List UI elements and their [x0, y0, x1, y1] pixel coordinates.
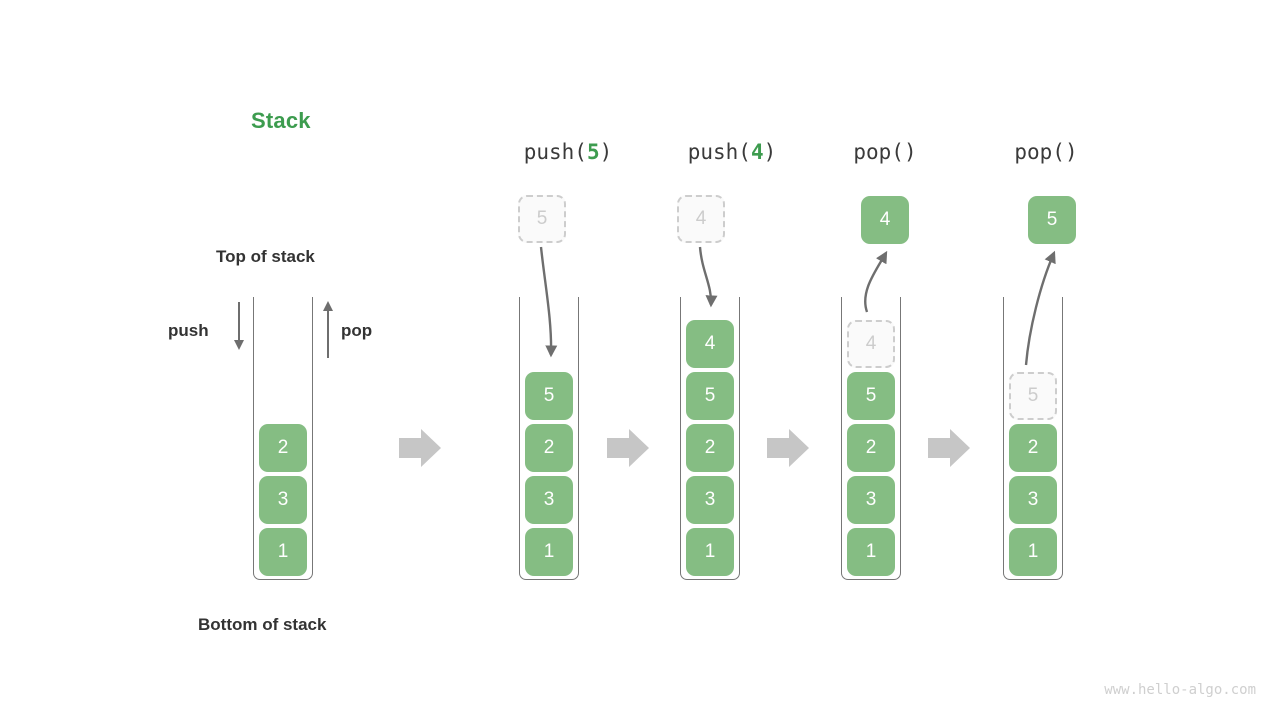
step-arrow-icon-1 — [399, 429, 441, 467]
incoming-ghost-cell: 4 — [677, 195, 725, 243]
stack-cell: 2 — [686, 424, 734, 472]
op-header-push-5: push(5) — [524, 140, 613, 164]
stack-cell: 5 — [525, 372, 573, 420]
stack-cell: 2 — [847, 424, 895, 472]
op-header-push-4: push(4) — [688, 140, 777, 164]
stack-container — [841, 297, 901, 580]
label-pop: pop — [341, 321, 373, 340]
op-header-prefix: pop( — [1014, 140, 1065, 164]
page-title: Stack — [251, 108, 311, 133]
stack-cell: 3 — [686, 476, 734, 524]
stack-cell: 3 — [847, 476, 895, 524]
step-arrow-icon-4 — [928, 429, 970, 467]
ghost-cell-in-stack: 4 — [847, 320, 895, 368]
label-bottom-of-stack: Bottom of stack — [198, 615, 327, 634]
stack-cell: 3 — [259, 476, 307, 524]
stack-cell: 1 — [259, 528, 307, 576]
stack-cell: 1 — [847, 528, 895, 576]
op-header-suffix: ) — [599, 140, 613, 164]
stack-container — [253, 297, 313, 580]
stack-cell: 4 — [686, 320, 734, 368]
op-header-suffix: ) — [1064, 140, 1078, 164]
watermark: www.hello-algo.com — [1104, 682, 1256, 698]
op-header-prefix: push( — [523, 140, 587, 164]
ghost-cell-in-stack: 5 — [1009, 372, 1057, 420]
op-header-arg: 5 — [586, 140, 600, 164]
incoming-ghost-cell: 5 — [518, 195, 566, 243]
op-header-pop-1: pop() — [853, 140, 916, 164]
label-top-of-stack: Top of stack — [216, 247, 315, 266]
op-header-prefix: pop( — [853, 140, 904, 164]
step-arrow-icon-3 — [767, 429, 809, 467]
stack-cell: 5 — [847, 372, 895, 420]
popped-cell: 5 — [1028, 196, 1076, 244]
stack-container — [519, 297, 579, 580]
stack-cell: 2 — [525, 424, 573, 472]
stack-cell: 1 — [525, 528, 573, 576]
popped-cell: 4 — [861, 196, 909, 244]
op-header-prefix: push( — [687, 140, 751, 164]
stack-container — [1003, 297, 1063, 580]
stack-container — [680, 297, 740, 580]
stack-cell: 2 — [259, 424, 307, 472]
stack-cell: 1 — [1009, 528, 1057, 576]
op-header-suffix: ) — [763, 140, 777, 164]
stack-cell: 3 — [525, 476, 573, 524]
op-header-suffix: ) — [903, 140, 917, 164]
stack-cell: 2 — [1009, 424, 1057, 472]
op-header-pop-2: pop() — [1014, 140, 1077, 164]
op-header-arg: 4 — [750, 140, 764, 164]
label-push: push — [168, 321, 209, 340]
step-arrow-icon-2 — [607, 429, 649, 467]
stack-cell: 5 — [686, 372, 734, 420]
stack-cell: 3 — [1009, 476, 1057, 524]
stack-cell: 1 — [686, 528, 734, 576]
